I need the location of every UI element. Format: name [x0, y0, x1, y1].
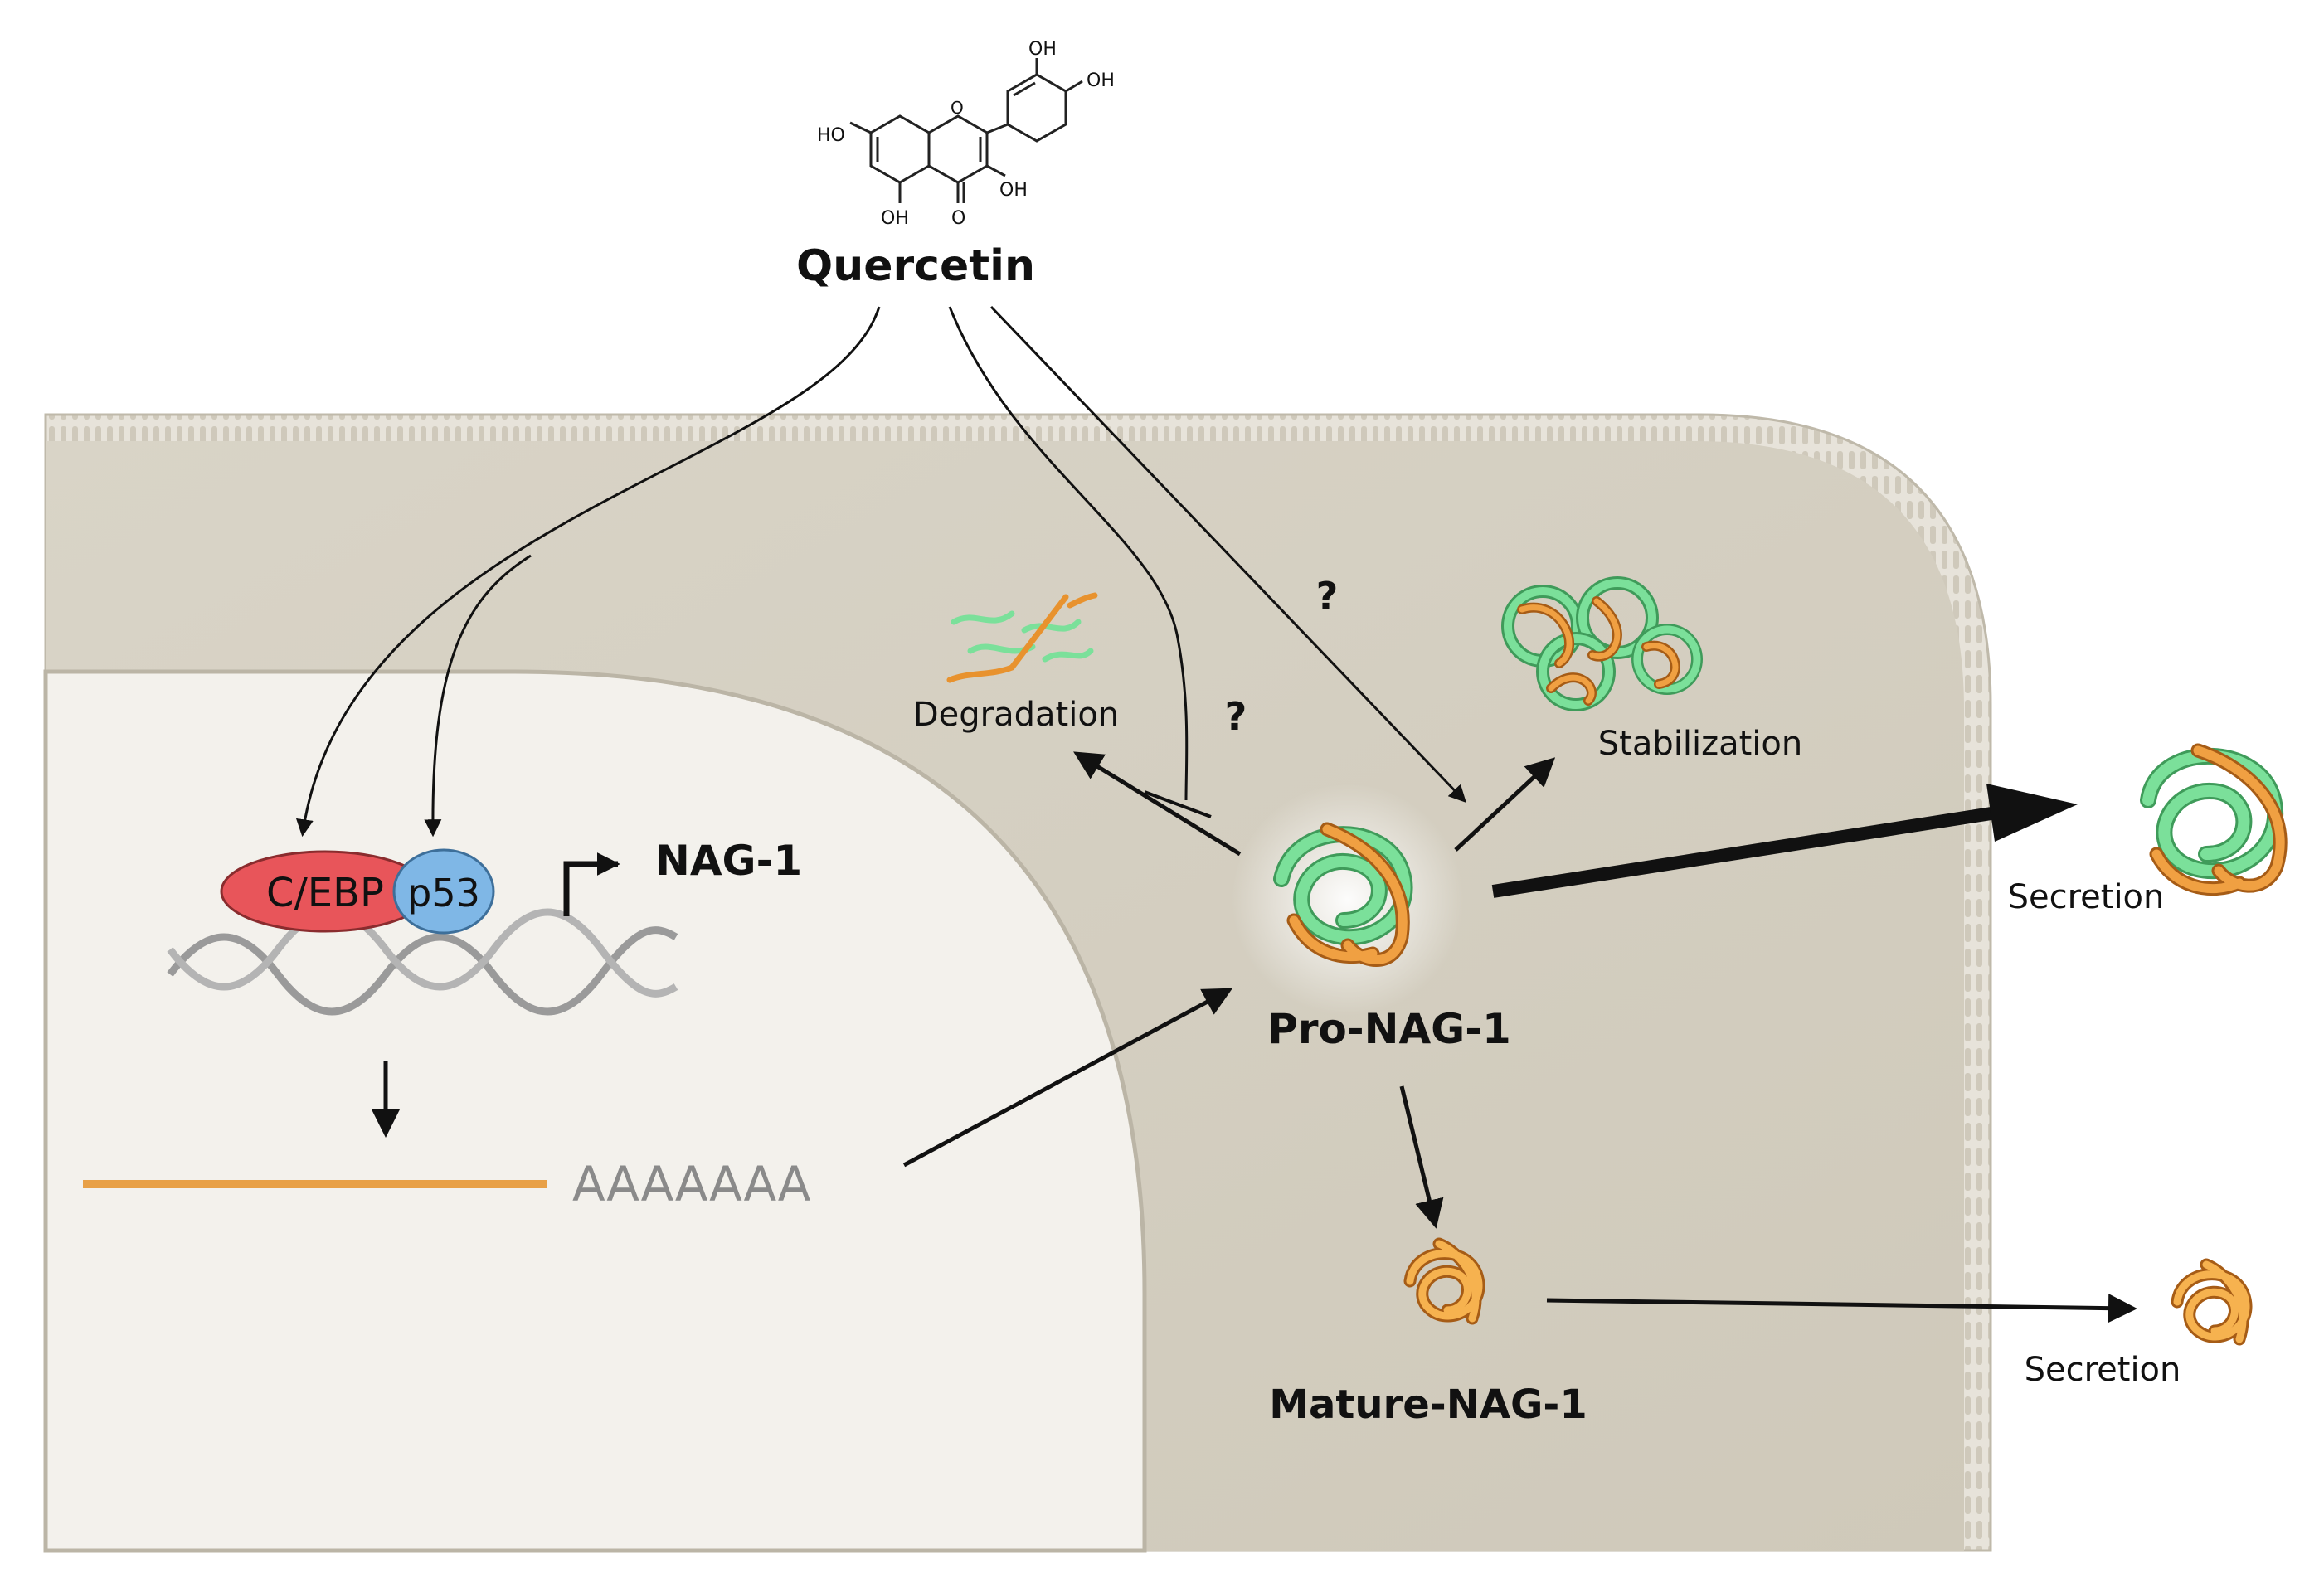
pro-nag1-protein — [1273, 822, 1413, 967]
oh-group-right: OH — [1087, 70, 1115, 91]
stabilization-aggregate — [1501, 576, 1703, 711]
arrow-pro-nag1-to-degradation — [1073, 751, 1242, 857]
stabilization-label: Stabilization — [1598, 725, 1802, 763]
arrow-pro-to-mature — [1399, 1085, 1444, 1229]
poly-a-tail: AAAAAAA — [572, 1156, 811, 1212]
quercetin-structure — [849, 58, 1083, 203]
pro-nag1-glow — [1232, 784, 1464, 1016]
degradation-label: Degradation — [913, 696, 1119, 734]
secretion-mature-label: Secretion — [2025, 1351, 2181, 1389]
secreted-pro-nag1 — [2140, 743, 2288, 896]
p53-protein — [392, 848, 495, 935]
ho-group-left: HO — [817, 125, 845, 146]
arrow-pro-nag1-to-stabilization — [1454, 757, 1556, 852]
arrow-mrna-to-pro-nag1 — [902, 988, 1233, 1168]
oh-group-ring-c: OH — [999, 180, 1028, 201]
arrow-pro-nag1-secretion — [1491, 804, 2009, 898]
degradation-fragments — [946, 592, 1098, 683]
ring-oxygen: O — [951, 98, 964, 118]
mature-nag1-label: Mature-NAG-1 — [1269, 1381, 1587, 1428]
cebp-label: C/EBP — [266, 870, 384, 916]
oh-group-bottom-left: OH — [881, 208, 909, 229]
mature-nag1-protein — [1403, 1237, 1485, 1325]
transcription-start-arrow — [563, 852, 620, 916]
quercetin-arrows — [296, 305, 1466, 838]
secreted-mature-nag1 — [2171, 1258, 2253, 1346]
carbonyl-oxygen: O — [951, 208, 965, 229]
dna-helix — [167, 908, 678, 1016]
unknown-mark-2: ? — [1225, 694, 1247, 739]
inhibit-bar — [1144, 790, 1212, 818]
pro-nag1-label: Pro-NAG-1 — [1267, 1005, 1511, 1053]
arrow-quercetin-to-pro-nag1 — [989, 305, 1466, 804]
arrow-quercetin-to-cebp — [296, 306, 881, 838]
inhibit-degradation-line — [948, 306, 1189, 801]
secretion-pro-label: Secretion — [2008, 878, 2165, 916]
arrow-mature-secretion — [1546, 1294, 2137, 1323]
arrow-quercetin-to-p53 — [424, 554, 532, 838]
p53-label: p53 — [407, 871, 480, 915]
oh-group-top: OH — [1028, 39, 1057, 60]
cell — [43, 413, 1992, 1553]
nag1-gene-label: NAG-1 — [655, 837, 802, 885]
arrow-pro-nag1-secretion-head — [1986, 784, 2078, 842]
quercetin-label: Quercetin — [796, 241, 1035, 291]
unknown-mark-1: ? — [1316, 574, 1339, 619]
